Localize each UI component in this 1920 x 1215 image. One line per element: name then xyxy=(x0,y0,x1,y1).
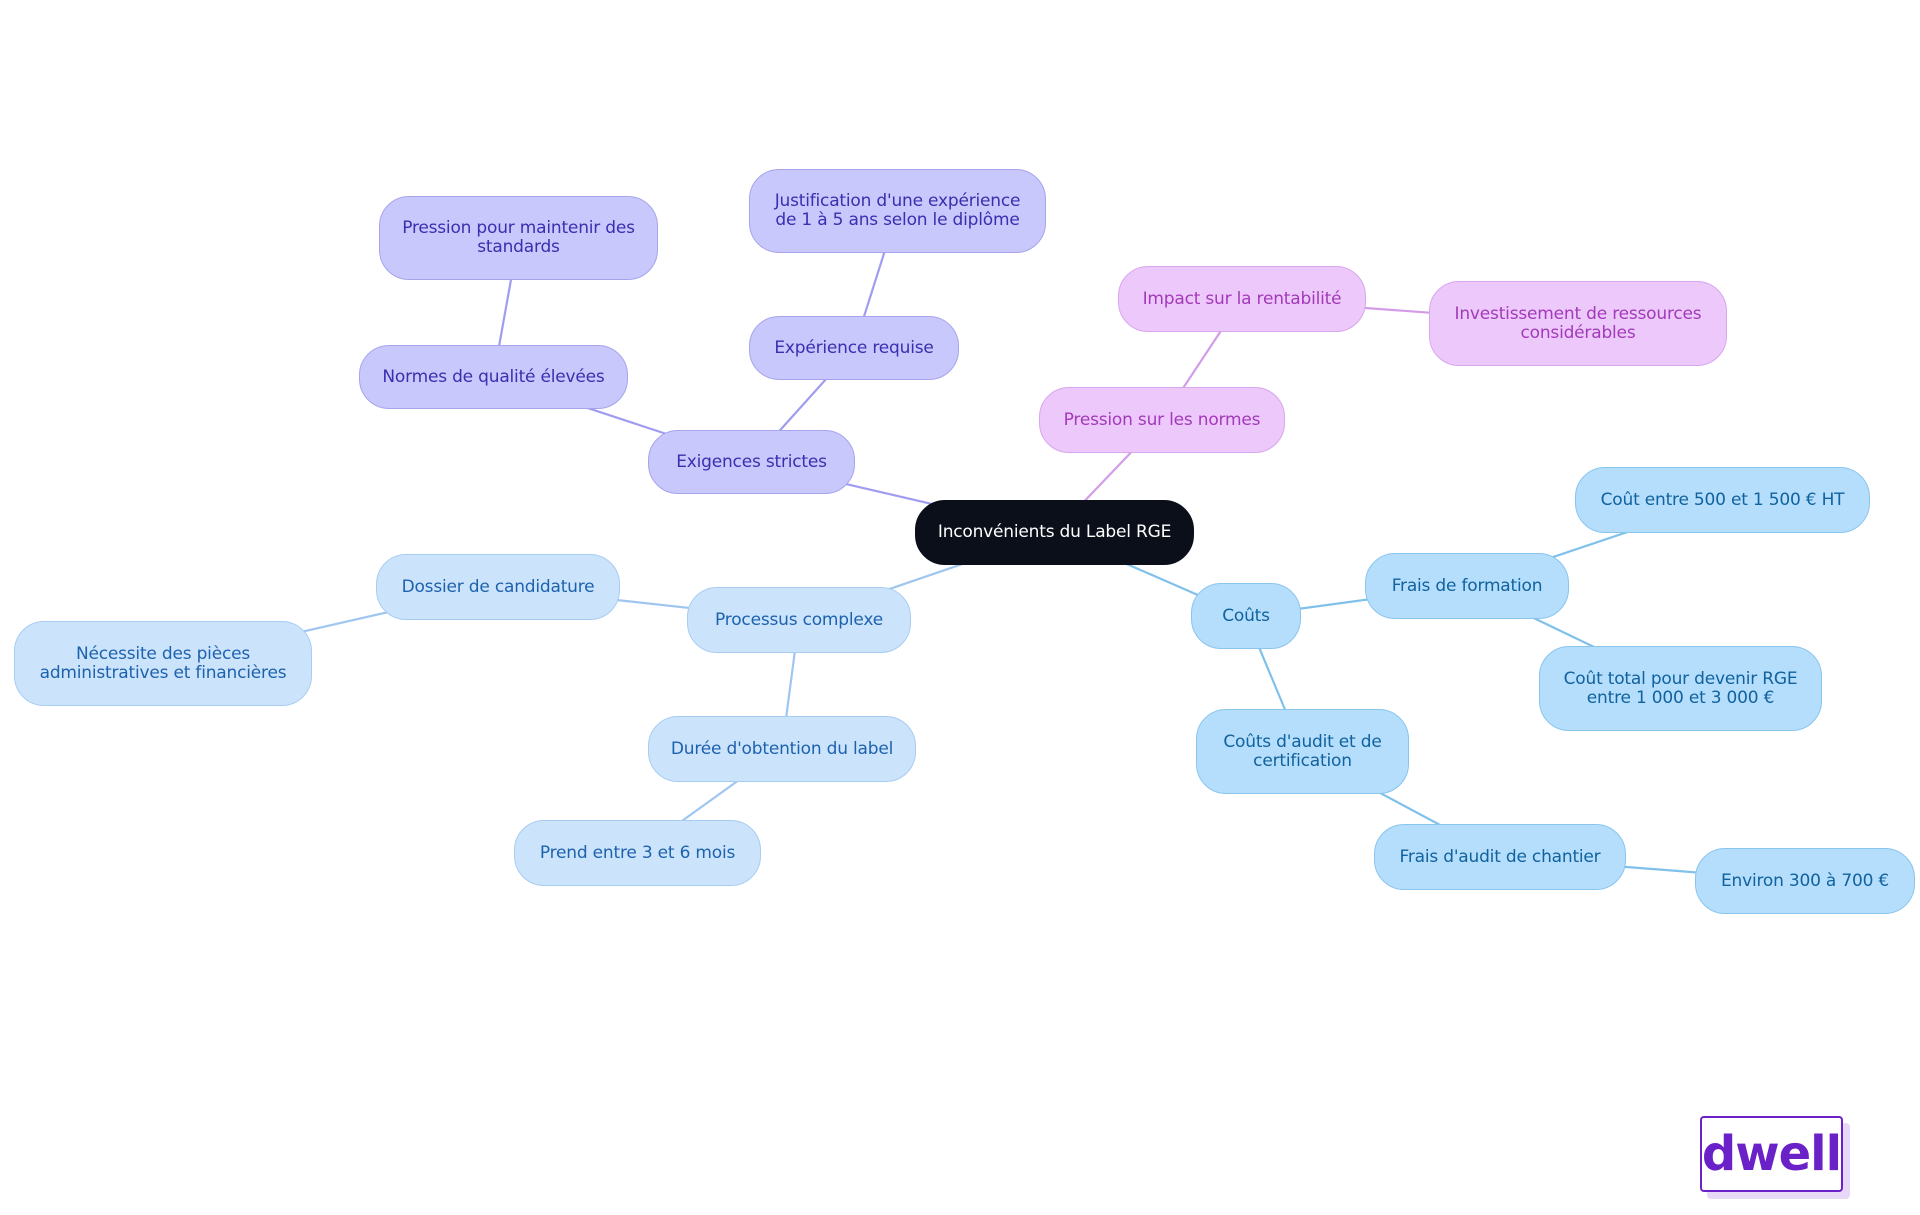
node-cout-total-rge[interactable]: Coût total pour devenir RGE entre 1 000 … xyxy=(1539,646,1822,731)
node-cout-500-1500[interactable]: Coût entre 500 et 1 500 € HT xyxy=(1575,467,1870,533)
node-experience-requise[interactable]: Expérience requise xyxy=(749,316,959,380)
node-pression-standards[interactable]: Pression pour maintenir des standards xyxy=(379,196,658,280)
node-prend-3-6-mois[interactable]: Prend entre 3 et 6 mois xyxy=(514,820,761,886)
node-normes-qualite[interactable]: Normes de qualité élevées xyxy=(359,345,628,409)
node-pieces-administratives[interactable]: Nécessite des pièces administratives et … xyxy=(14,621,312,706)
node-investissement-ressources[interactable]: Investissement de ressources considérabl… xyxy=(1429,281,1727,366)
node-environ-300-700[interactable]: Environ 300 à 700 € xyxy=(1695,848,1915,914)
root-node[interactable]: Inconvénients du Label RGE xyxy=(915,500,1194,565)
node-processus-complexe[interactable]: Processus complexe xyxy=(687,587,911,653)
node-frais-formation[interactable]: Frais de formation xyxy=(1365,553,1569,619)
node-couts-audit-certification[interactable]: Coûts d'audit et de certification xyxy=(1196,709,1409,794)
node-impact-rentabilite[interactable]: Impact sur la rentabilité xyxy=(1118,266,1366,332)
node-dossier-candidature[interactable]: Dossier de candidature xyxy=(376,554,620,620)
node-frais-audit-chantier[interactable]: Frais d'audit de chantier xyxy=(1374,824,1626,890)
dwell-logo: dwell xyxy=(1700,1116,1843,1192)
node-justification-experience[interactable]: Justification d'une expérience de 1 à 5 … xyxy=(749,169,1046,253)
node-couts[interactable]: Coûts xyxy=(1191,583,1301,649)
node-duree-obtention[interactable]: Durée d'obtention du label xyxy=(648,716,916,782)
node-exigences-strictes[interactable]: Exigences strictes xyxy=(648,430,855,494)
node-pression-normes[interactable]: Pression sur les normes xyxy=(1039,387,1285,453)
